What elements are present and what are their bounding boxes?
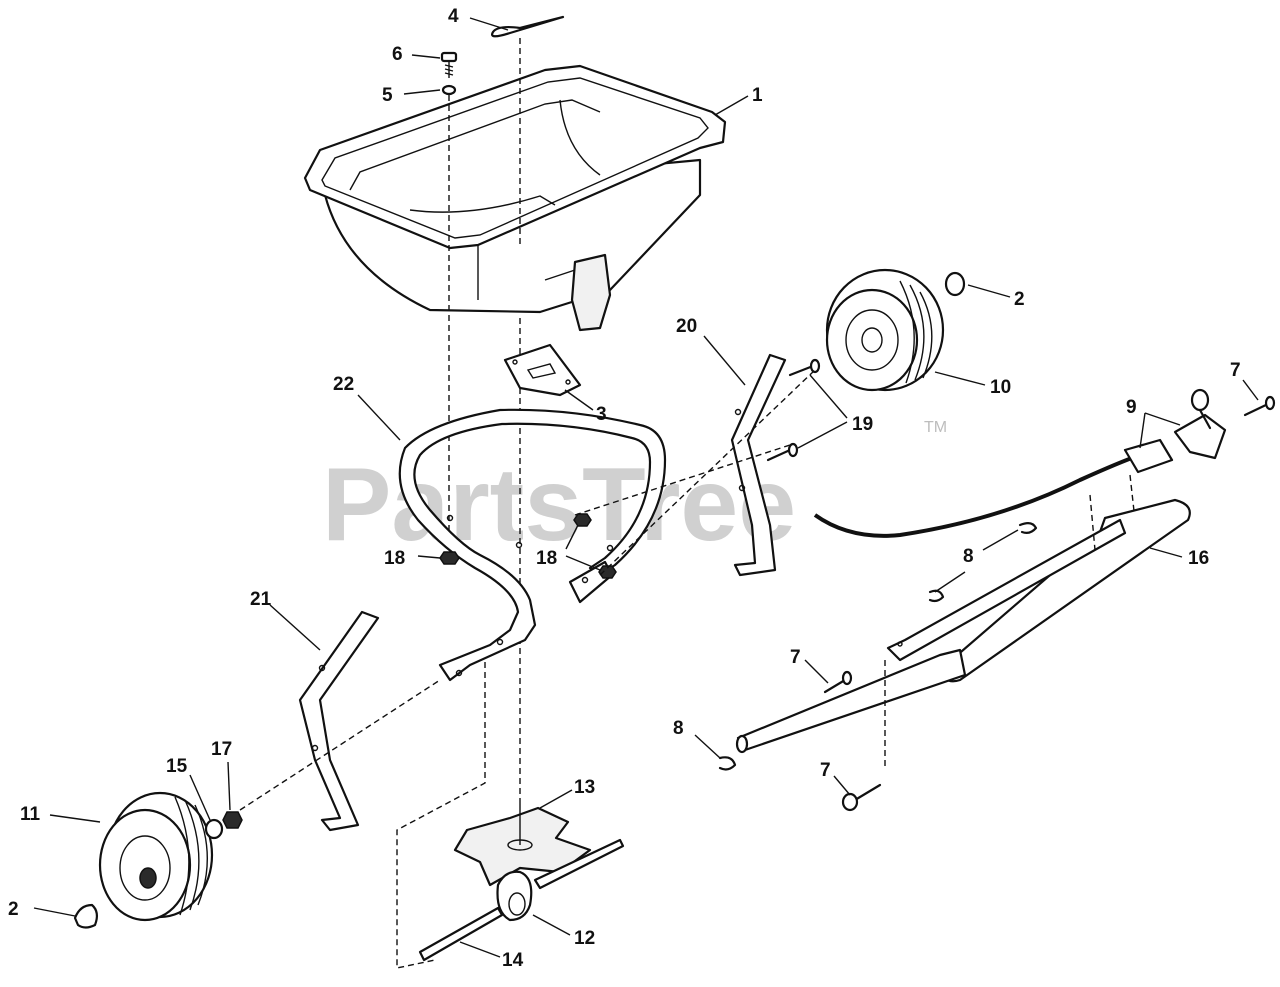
callout-16: 16 — [1188, 548, 1209, 569]
part-clip-8-lower[interactable] — [718, 756, 737, 771]
callout-12: 12 — [574, 928, 595, 949]
part-nut-17[interactable] — [222, 811, 243, 829]
part-clip-8-upper[interactable] — [1018, 521, 1038, 534]
callout-6: 6 — [392, 44, 403, 65]
callout-labels: 4 6 5 1 2 10 20 19 22 3 7 9 18 18 16 8 2… — [8, 6, 1241, 971]
callout-2-bottom: 2 — [8, 899, 19, 920]
callout-18-left: 18 — [384, 548, 405, 569]
part-hairpin-clip-4[interactable] — [491, 15, 565, 38]
part-gearbox-12[interactable] — [496, 838, 625, 922]
part-nut-18-center[interactable] — [573, 513, 592, 527]
callout-20: 20 — [676, 316, 697, 337]
callout-15: 15 — [166, 756, 188, 777]
part-nut-18-left[interactable] — [439, 551, 460, 565]
callout-8-top: 8 — [963, 546, 974, 567]
part-handle-16[interactable] — [735, 498, 1191, 754]
callout-22: 22 — [333, 374, 354, 395]
callout-14: 14 — [502, 950, 524, 971]
callout-1: 1 — [752, 85, 763, 106]
part-clip-8-middle[interactable] — [928, 589, 945, 603]
callout-19: 19 — [852, 414, 873, 435]
part-hopper[interactable] — [303, 64, 727, 332]
part-hub-cap-2-right[interactable] — [944, 271, 966, 297]
part-leg-20[interactable] — [730, 353, 787, 577]
part-shaft-14[interactable] — [418, 906, 504, 962]
callout-7-top: 7 — [1230, 360, 1241, 381]
callout-8-bottom: 8 — [673, 718, 684, 739]
alignment-lines-axle — [239, 369, 816, 969]
watermark-trademark: TM — [924, 419, 947, 436]
callout-10: 10 — [990, 377, 1011, 398]
part-washer-5[interactable] — [441, 84, 457, 96]
callout-3: 3 — [596, 404, 607, 425]
callout-2-top: 2 — [1014, 289, 1025, 310]
part-hub-cap-2-left[interactable] — [73, 903, 99, 929]
callout-21: 21 — [250, 589, 272, 610]
part-leg-21[interactable] — [298, 610, 380, 832]
callout-4: 4 — [448, 6, 459, 27]
callout-11: 11 — [20, 804, 41, 825]
part-control-cable-9[interactable] — [813, 388, 1227, 538]
part-screw-7-middle[interactable] — [823, 670, 853, 694]
part-screw-7-top[interactable] — [1243, 395, 1276, 417]
callout-13: 13 — [574, 777, 595, 798]
part-bolt-19-lower[interactable] — [766, 442, 799, 462]
part-bushing-15[interactable] — [204, 818, 224, 840]
callout-9: 9 — [1126, 397, 1137, 418]
part-screw-7-bottom[interactable] — [841, 783, 882, 812]
alignment-lines-hopper — [448, 38, 521, 800]
part-screw-6[interactable] — [440, 51, 458, 78]
leader-lines — [33, 17, 1259, 958]
callout-17: 17 — [211, 739, 232, 760]
part-wheel-11[interactable] — [98, 791, 214, 922]
part-nut-18-right[interactable] — [598, 565, 617, 579]
part-wheel-10[interactable] — [825, 268, 945, 392]
callout-18-right: 18 — [536, 548, 557, 569]
part-plate-3[interactable] — [503, 343, 582, 397]
callout-7-bottom: 7 — [820, 760, 831, 781]
callout-5: 5 — [382, 85, 393, 106]
watermark-text: PartsTree — [322, 447, 796, 563]
callout-7-middle: 7 — [790, 647, 801, 668]
part-bolt-19-upper[interactable] — [788, 358, 821, 377]
